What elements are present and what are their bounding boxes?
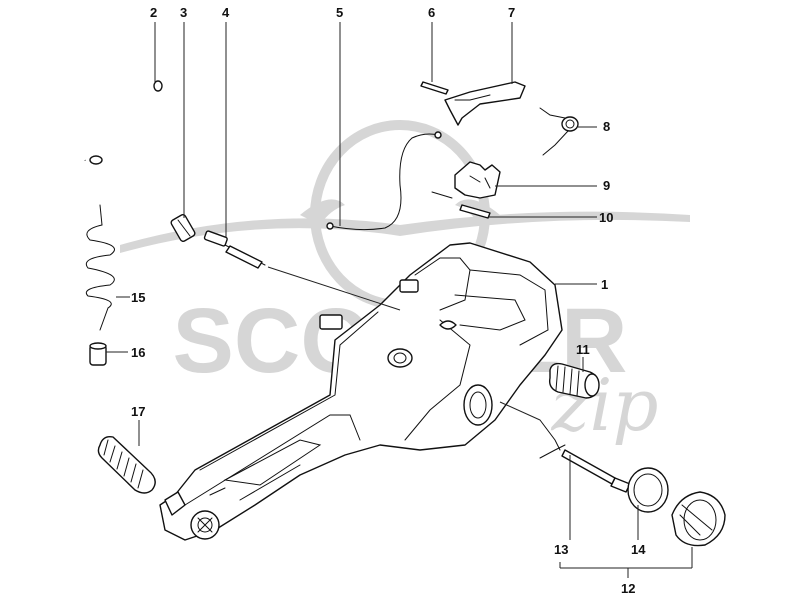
fuel-cap-assembly xyxy=(539,419,726,547)
callout-2: 2 xyxy=(150,5,157,20)
fuel-hose xyxy=(80,80,163,165)
callout-3: 3 xyxy=(180,5,187,20)
callout-11: 11 xyxy=(576,342,590,357)
anti-vibration-buffer xyxy=(548,362,600,399)
control-wire xyxy=(326,131,442,231)
throttle-trigger-assembly xyxy=(420,81,526,126)
callout-4: 4 xyxy=(222,5,230,20)
vibration-spring xyxy=(97,435,156,494)
callout-5: 5 xyxy=(336,5,343,20)
callout-labels: 2 3 4 5 6 7 8 9 10 1 11 15 16 17 13 14 1… xyxy=(131,5,646,596)
callout-14: 14 xyxy=(631,542,646,557)
callout-10: 10 xyxy=(599,210,613,225)
callout-13: 13 xyxy=(554,542,568,557)
callout-16: 16 xyxy=(131,345,145,360)
callout-6: 6 xyxy=(428,5,435,20)
throttle-cable xyxy=(203,230,266,269)
callout-1: 1 xyxy=(601,277,608,292)
callout-7: 7 xyxy=(508,5,515,20)
fuel-filter xyxy=(89,342,107,366)
trigger-spring xyxy=(539,107,579,156)
crankcase-housing xyxy=(159,242,563,541)
callout-17: 17 xyxy=(131,404,145,419)
trigger-lockout xyxy=(431,161,501,219)
fuel-line xyxy=(85,204,115,331)
callout-8: 8 xyxy=(603,119,610,134)
callout-15: 15 xyxy=(131,290,145,305)
callout-12: 12 xyxy=(621,581,635,596)
hose-fitting xyxy=(170,214,196,242)
callout-9: 9 xyxy=(603,178,610,193)
leader-lines xyxy=(106,22,693,578)
